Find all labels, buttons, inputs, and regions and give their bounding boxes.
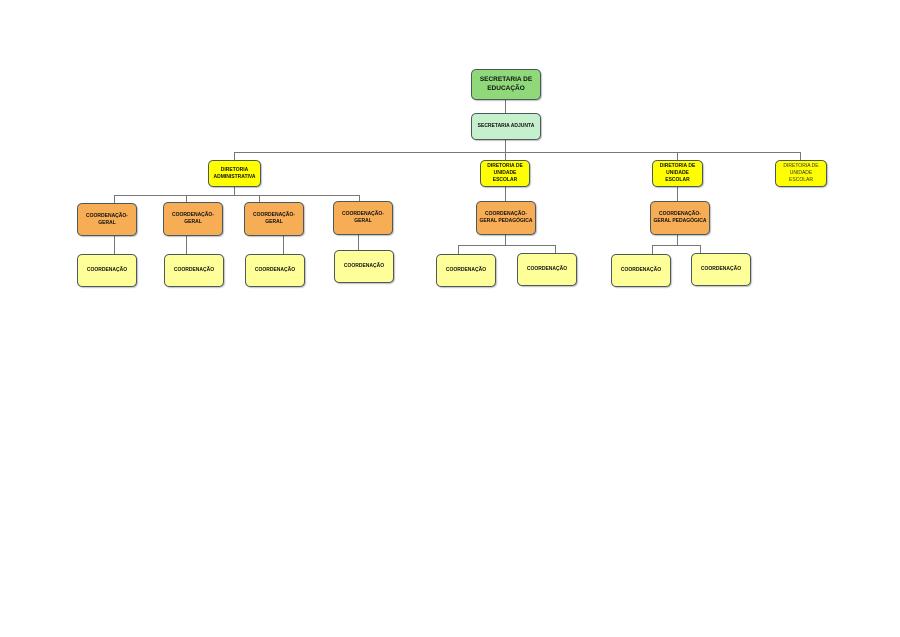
coordenacao-box: COORDENAÇÃO <box>334 250 394 283</box>
connector <box>234 187 235 195</box>
coordenacao-box: COORDENAÇÃO <box>245 254 305 287</box>
connector <box>555 245 556 253</box>
connector <box>259 195 260 202</box>
connector <box>458 245 556 246</box>
diretoria-unidade-escolar-box: DIRETORIA DE UNIDADE ESCOLAR <box>480 160 530 187</box>
coordenacao-box: COORDENAÇÃO <box>77 254 137 287</box>
connector <box>505 235 506 245</box>
connector <box>186 236 187 254</box>
connector <box>234 152 235 160</box>
connector <box>677 152 678 160</box>
connector <box>652 245 653 254</box>
coordenacao-box: COORDENAÇÃO <box>517 253 577 286</box>
connector <box>186 195 187 202</box>
secretaria-adjunta-box: SECRETARIA ADJUNTA <box>471 113 541 140</box>
diretoria-administrativa-box: DIRETORIA ADMINISTRATIVA <box>208 160 261 187</box>
coordenacao-geral-pedagogica-box: COORDENAÇÃO-GERAL PEDAGÓGICA <box>650 201 710 235</box>
coordenacao-geral-box: COORDENAÇÃO-GERAL <box>77 203 137 236</box>
connector <box>677 187 678 201</box>
connector <box>114 195 360 196</box>
coordenacao-geral-pedagogica-box: COORDENAÇÃO-GERAL PEDAGÓGICA <box>476 201 536 235</box>
connector <box>505 140 506 160</box>
coordenacao-box: COORDENAÇÃO <box>436 254 496 287</box>
connector <box>652 245 701 246</box>
connector <box>359 195 360 201</box>
connector <box>800 152 801 160</box>
connector <box>505 100 506 113</box>
connector <box>700 245 701 253</box>
connector <box>283 236 284 254</box>
connector <box>458 245 459 254</box>
diretoria-unidade-escolar-box: DIRETORIA DE UNIDADE ESCOLAR <box>652 160 703 187</box>
coordenacao-geral-box: COORDENAÇÃO-GERAL <box>244 202 304 236</box>
secretaria-educacao-box: SECRETARIA DE EDUCAÇÃO <box>471 69 541 100</box>
connector <box>114 236 115 254</box>
coordenacao-box: COORDENAÇÃO <box>611 254 671 287</box>
coordenacao-geral-box: COORDENAÇÃO-GERAL <box>333 201 393 235</box>
connector <box>234 152 801 153</box>
connector <box>358 235 359 250</box>
coordenacao-geral-box: COORDENAÇÃO-GERAL <box>163 202 223 236</box>
connector <box>677 235 678 245</box>
coordenacao-box: COORDENAÇÃO <box>691 253 751 286</box>
connector <box>505 187 506 201</box>
connector <box>114 195 115 203</box>
diretoria-unidade-escolar-box: DIRETORIA DE UNIDADE ESCOLAR <box>775 160 827 187</box>
coordenacao-box: COORDENAÇÃO <box>164 254 224 287</box>
